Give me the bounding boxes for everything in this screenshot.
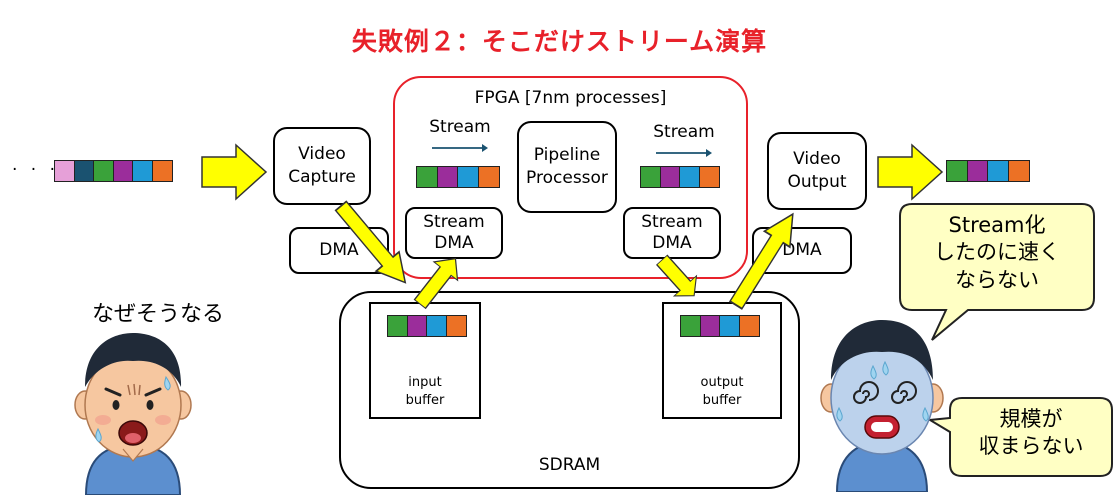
fpga-label: FPGA [7nm processes]: [474, 88, 667, 108]
strip-cell-orange: [698, 166, 720, 188]
stream-left-strip: [416, 166, 500, 188]
input-stream-strip: [54, 160, 173, 182]
strip-cell-blue: [132, 160, 153, 182]
strip-cell-blue: [987, 160, 1009, 182]
stream-right-strip: [640, 166, 720, 188]
strip-cell-purple: [406, 315, 428, 337]
left-caption: なぜそうなる: [92, 302, 225, 327]
input-buffer-strip: [387, 315, 467, 337]
output-buffer-label: output buffer: [700, 375, 744, 409]
stream-label-right: Stream: [653, 122, 715, 142]
strip-cell-green: [387, 315, 408, 337]
speech-bubble-top-text: Stream化 したのに速く ならない: [934, 213, 1060, 292]
strip-cell-green: [640, 166, 661, 188]
sdram-label: SDRAM: [538, 455, 601, 475]
strip-cell-purple: [436, 166, 459, 188]
page-title: 失敗例２：そこだけストリーム演算: [351, 27, 768, 56]
strip-cell-purple: [966, 160, 989, 182]
strip-cell-orange: [1007, 160, 1030, 182]
strip-cell-blue: [457, 166, 479, 188]
strip-cell-green: [93, 160, 114, 182]
strip-cell-purple: [699, 315, 721, 337]
troubled-person-illustration: [74, 333, 192, 495]
speech-bubble-bottom-text: 規模が 収まらない: [978, 407, 1084, 459]
video-output-block: Video Output: [767, 132, 867, 210]
strip-cell-blue: [719, 315, 740, 337]
strip-cell-green: [680, 315, 701, 337]
stream-label-left: Stream: [429, 117, 491, 137]
strip-cell-orange: [738, 315, 760, 337]
strip-cell-blue: [679, 166, 700, 188]
output-buffer-strip: [680, 315, 760, 337]
strip-cell-blue: [426, 315, 447, 337]
strip-cell-green: [946, 160, 968, 182]
strip-cell-orange: [151, 160, 173, 182]
ellipsis: · · ·: [12, 160, 60, 180]
strip-cell-orange: [445, 315, 467, 337]
stream-right-arrow: [656, 149, 712, 157]
strip-cell-pink: [54, 160, 75, 182]
pipeline-processor-block: Pipeline Processor: [517, 121, 617, 213]
input-buffer-label: input buffer: [405, 375, 445, 409]
dma-left-block: DMA: [289, 227, 389, 274]
stream-left-arrow: [432, 144, 488, 152]
strip-cell-navy: [73, 160, 95, 182]
strip-cell-orange: [477, 166, 500, 188]
dma-right-block: DMA: [752, 227, 852, 274]
dizzy-person-illustration: [820, 320, 944, 492]
stream-dma-left-block: Stream DMA: [405, 207, 503, 259]
strip-cell-purple: [112, 160, 134, 182]
output-stream-strip: [946, 160, 1030, 182]
output-arrow: [877, 143, 944, 201]
strip-cell-green: [416, 166, 438, 188]
stream-dma-right-block: Stream DMA: [623, 207, 721, 259]
strip-cell-purple: [659, 166, 681, 188]
fpga-container: [393, 76, 748, 279]
input-arrow: [201, 143, 268, 201]
video-capture-block: Video Capture: [273, 127, 371, 205]
